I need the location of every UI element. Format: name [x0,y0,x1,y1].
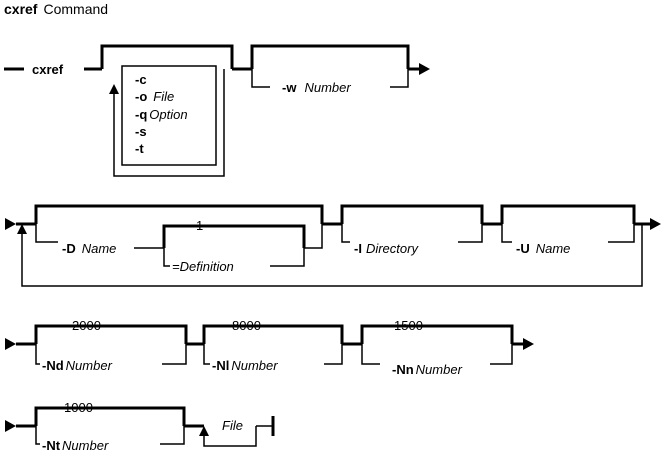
row2-u-bypass [500,204,636,224]
title-command: cxref [4,1,38,17]
file-repeat-loop [203,426,257,447]
row1-w-branch-left [251,69,270,88]
row3-continue-arrow-icon [523,338,534,350]
row2-def-branch-right [270,248,305,267]
nd-default: 2000 [72,318,101,333]
nd-branch-left [35,344,40,365]
nn-default-path [360,324,514,344]
nd-branch-right [162,344,187,365]
nt-default-path [34,406,186,426]
d-default: 1 [196,218,203,233]
row2-continue-arrow-icon [650,218,661,230]
row2-d-branch-left [35,224,58,243]
row1-flags-bypass [100,44,234,69]
nl-branch-right [324,344,343,365]
row2-u-branch-right [608,224,635,243]
nt-default: 1000 [64,400,93,415]
row2-start-arrow-icon [5,218,16,230]
repeat-arrow-icon [109,84,119,94]
nd-default-path [34,324,188,344]
row2-d-default-path [162,224,306,248]
row2-d-bypass [34,204,324,224]
flag-t: -t [135,141,144,156]
title-line: cxref Command [4,1,108,17]
row2-u-branch-left [501,224,512,243]
nn-branch-right [490,344,513,365]
title-word: Command [43,1,108,17]
row1-w-branch-right [390,69,409,88]
file-repeat-arrow-icon [199,426,209,436]
row2-repeat-arrow-icon [17,224,27,234]
row2-i-branch-left [341,224,350,243]
row1-flags-box [121,65,217,166]
flag-s: -s [135,124,147,139]
file-arg: File [222,418,243,433]
d-definition: =Definition [172,259,234,274]
row3-start-arrow-icon [5,338,16,350]
nt-branch-left [35,426,40,445]
row2-i-bypass [340,204,484,224]
nl-default-path [202,324,344,344]
nn-default: 1500 [394,318,423,333]
row1-flags-repeat-loop [113,69,225,177]
row2-i-branch-right [458,224,483,243]
row2-repeat-loop [21,224,643,287]
row1-command: cxref [32,62,64,77]
flag-c: -c [135,72,147,87]
row4-start-arrow-icon [5,420,16,432]
nl-default: 8000 [232,318,261,333]
continue-arrow-icon [419,63,430,75]
row1-w-bypass [250,44,410,69]
row2-d-branch-right [304,224,323,249]
nt-branch-right [160,426,185,445]
row2-def-branch-left [163,248,170,267]
nn-branch-left [361,344,380,365]
nl-branch-left [203,344,210,365]
